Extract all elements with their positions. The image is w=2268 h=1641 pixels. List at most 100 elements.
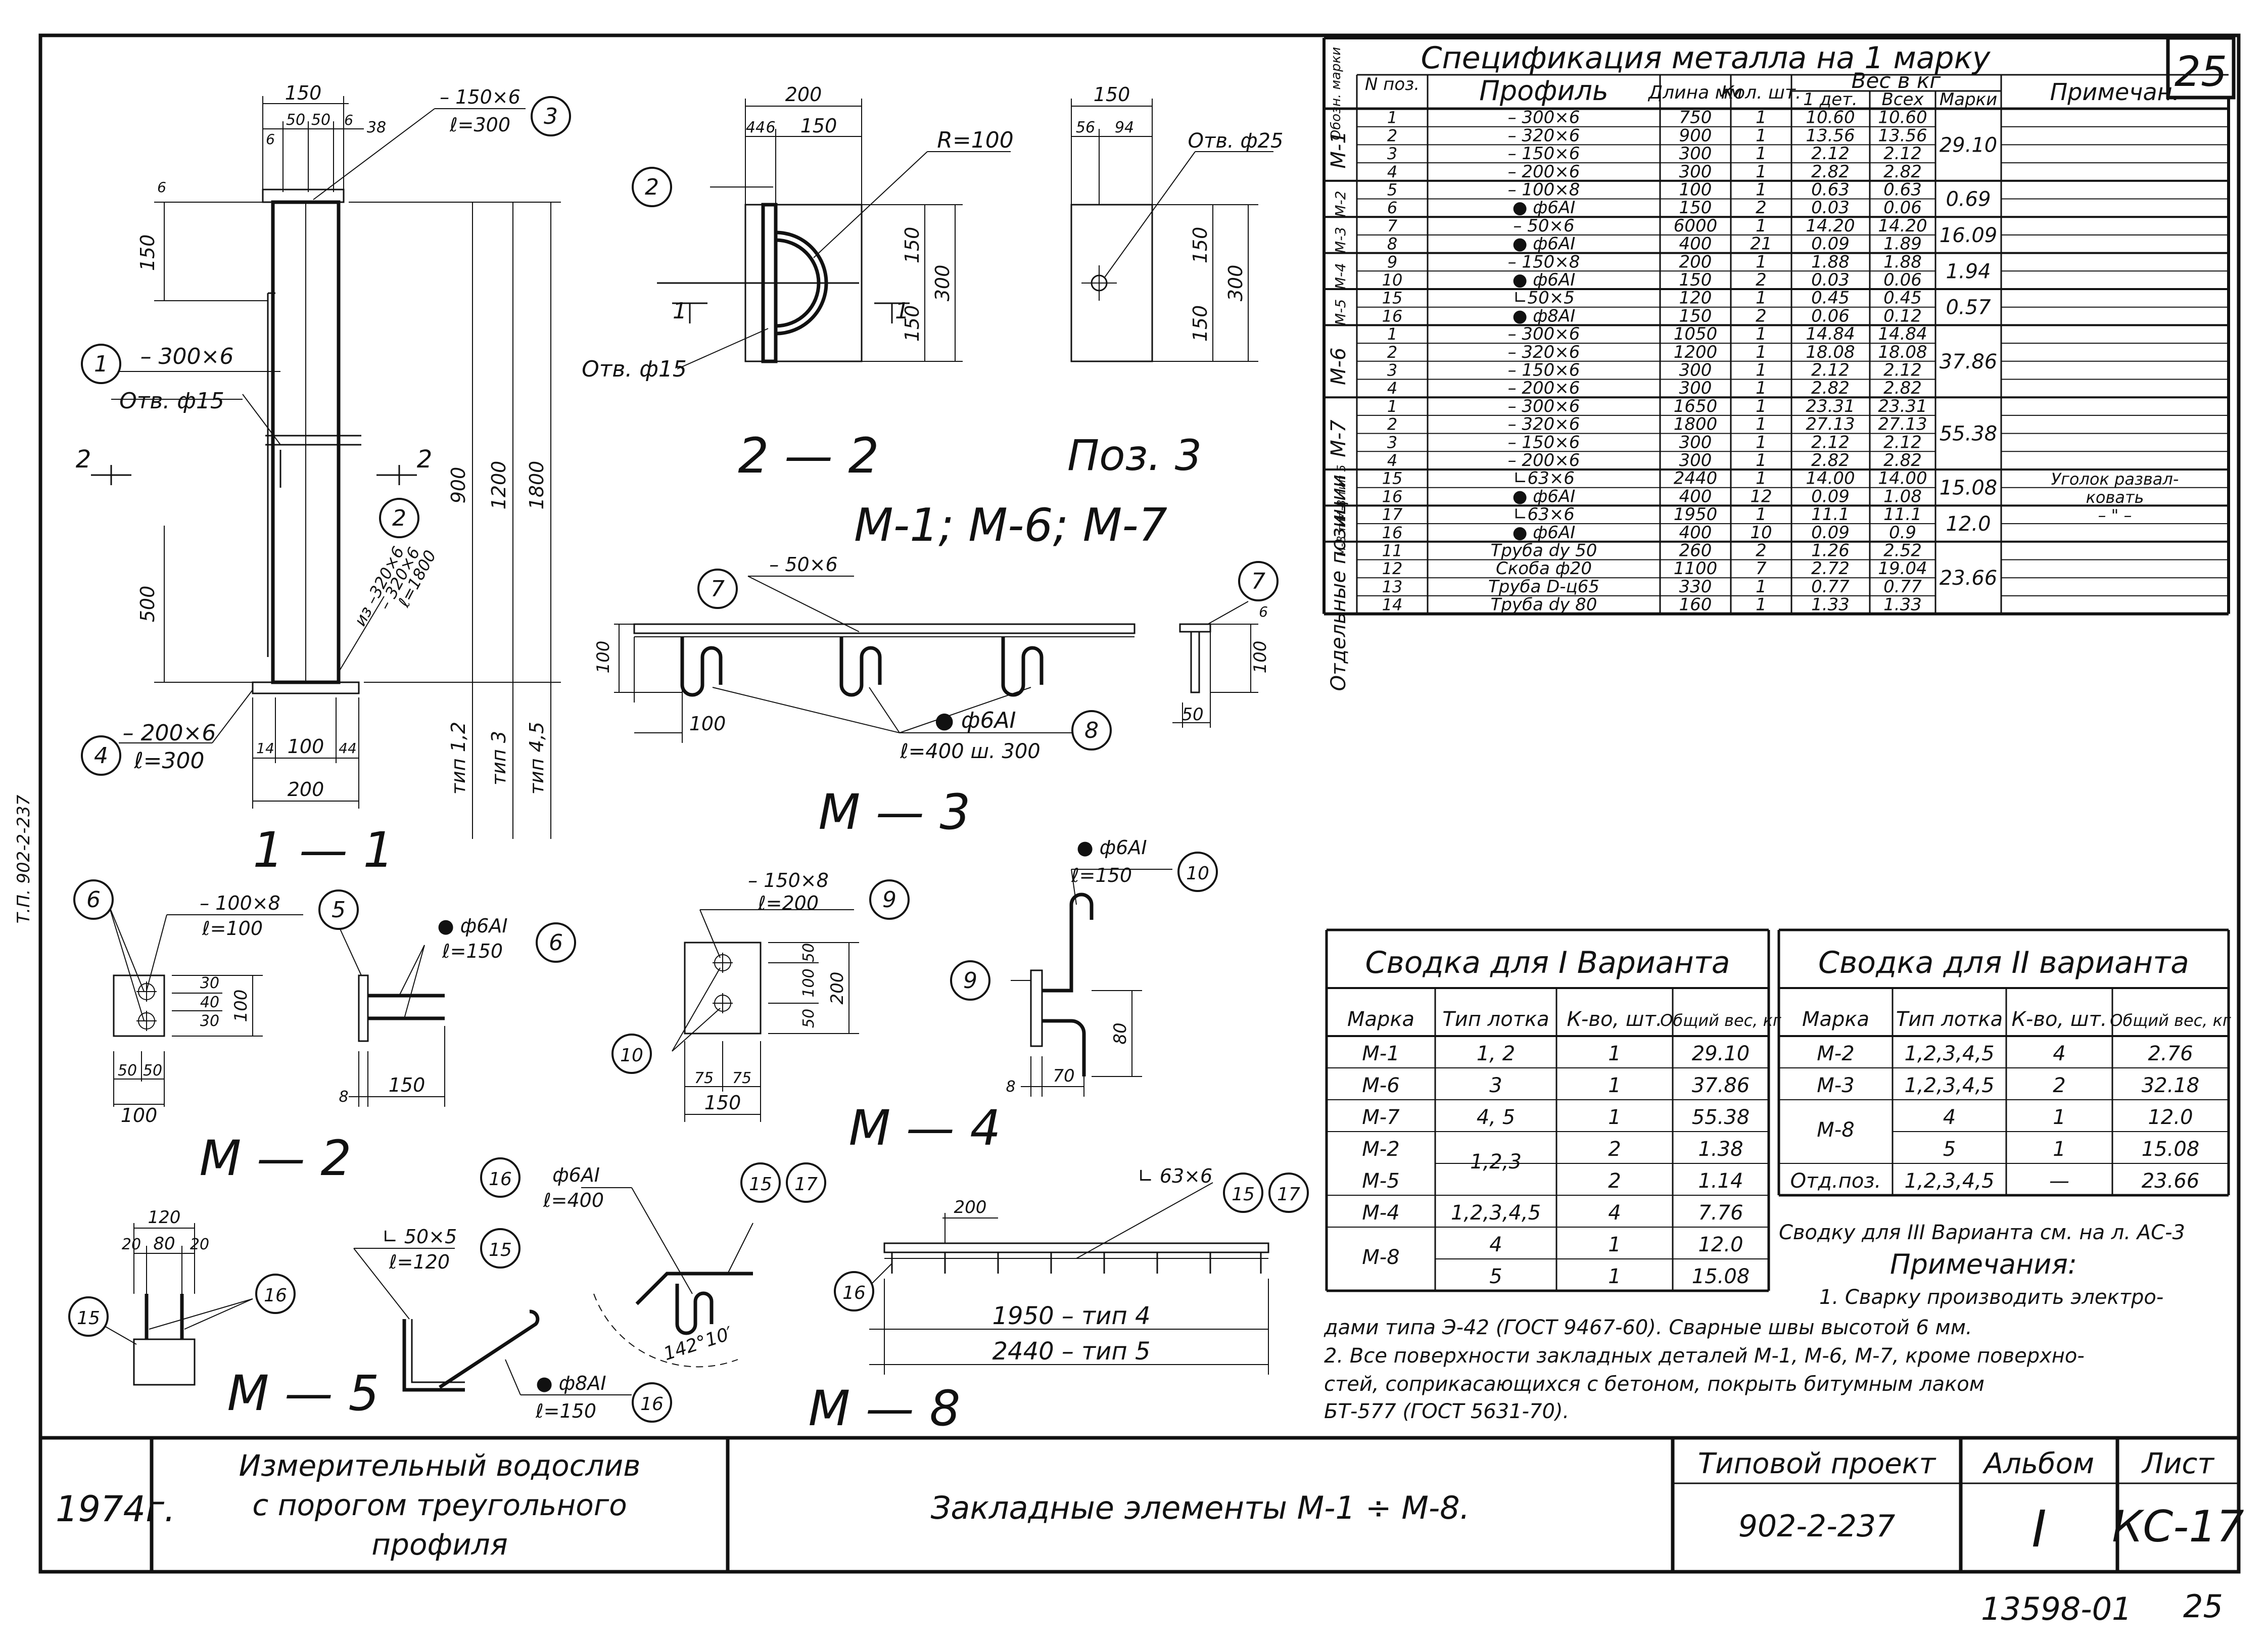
spec-row-pos: 8 — [1387, 235, 1397, 254]
sum1-cell: 1, 2 — [1477, 1042, 1515, 1065]
note-line-2: дами типа Э-42 (ГОСТ 9467-60). Сварные ш… — [1324, 1316, 1972, 1339]
spec-group-mark: М-3 — [1332, 227, 1349, 253]
s11-plate1: – 300×6 — [140, 344, 234, 369]
m4-d75b: 75 — [732, 1069, 751, 1087]
spec-row-length: 300 — [1679, 162, 1712, 182]
sum2-cell: 4 — [2053, 1042, 2065, 1065]
s11-t3: тип 3 — [488, 731, 510, 785]
spec-row-pos: 3 — [1387, 433, 1397, 452]
spec-row-qty: 2 — [1756, 198, 1767, 218]
spec-row-w-all: 0.06 — [1883, 198, 1922, 218]
sum1-cell: 2 — [1608, 1138, 1621, 1161]
title-block — [40, 1436, 2239, 1572]
spec-row-w-all: 1.08 — [1883, 486, 1922, 506]
s11-d50a: 50 — [286, 111, 305, 129]
m4-d8: 8 — [1006, 1078, 1015, 1096]
m2-d100v: 100 — [231, 990, 251, 1022]
spec-row-w-one: 14.20 — [1806, 216, 1855, 236]
spec-row-w-all: 14.00 — [1878, 468, 1927, 489]
m3-d50: 50 — [1182, 705, 1203, 725]
balloon-number: 16 — [264, 1285, 287, 1306]
sum1-head: Марка — [1347, 1008, 1414, 1031]
sum1-cell: 4 — [1489, 1233, 1502, 1256]
balloon-number: 8 — [1084, 718, 1099, 743]
stamp-year: 1974г. — [56, 1488, 175, 1530]
spec-row-w-one: 14.00 — [1806, 468, 1855, 489]
m2-bar-l: ℓ=150 — [442, 940, 503, 962]
spec-row-w-all: 2.52 — [1883, 541, 1922, 561]
m2-d50b: 50 — [143, 1062, 162, 1080]
spec-row-pos: 11 — [1382, 541, 1403, 560]
pos3-d300: 300 — [1224, 265, 1247, 302]
spec-row-length: 900 — [1679, 125, 1712, 146]
m3-d100v: 100 — [593, 641, 613, 674]
spec-row-pos: 2 — [1387, 343, 1397, 362]
balloon-number: 16 — [640, 1394, 664, 1415]
spec-row-w-one: 14.84 — [1806, 324, 1855, 344]
s22-cut1-left: 1 — [673, 298, 687, 324]
spec-row-length: 1800 — [1674, 414, 1718, 435]
m4-d70: 70 — [1053, 1066, 1074, 1086]
spec-row-w-one: 23.31 — [1806, 396, 1855, 416]
sum1-cell: М-6 — [1362, 1074, 1399, 1097]
spec-row-w-all: 1.33 — [1883, 595, 1922, 615]
spec-row-pos: 4 — [1387, 379, 1397, 398]
spec-row-qty: 1 — [1756, 324, 1767, 344]
balloon-circle — [1071, 710, 1112, 751]
s11-d6a: 6 — [266, 131, 275, 148]
m8-len5: 2440 – тип 5 — [992, 1337, 1150, 1366]
spec-row-length: 1200 — [1674, 342, 1718, 362]
spec-row-length: 6000 — [1674, 216, 1718, 236]
spec-row-profile: – 320×6 — [1508, 342, 1580, 362]
spec-row-length: 300 — [1679, 360, 1712, 381]
sum1-cell: 1,2,3,4,5 — [1451, 1201, 1541, 1225]
m8-angle: ∟ 63×6 — [1138, 1165, 1212, 1187]
spec-row-w-one: 11.1 — [1811, 504, 1850, 525]
balloon-number: 6 — [86, 887, 101, 913]
sum2-cell: 12.0 — [2148, 1106, 2193, 1129]
spec-row-length: 2440 — [1674, 468, 1718, 489]
sheet-frame — [38, 33, 2241, 1574]
spec-row-w-one: 0.06 — [1811, 306, 1850, 326]
spec-row-qty: 1 — [1756, 108, 1767, 128]
spec-row-profile: – 150×6 — [1508, 432, 1580, 452]
spec-row-pos: 1 — [1387, 324, 1397, 344]
s11-d38: 38 — [367, 119, 386, 136]
sum1-cell: 1.38 — [1698, 1138, 1743, 1161]
s11-plate4: – 200×6 — [123, 720, 216, 746]
spec-row-pos: 16 — [1382, 306, 1403, 325]
spec-row-length: 300 — [1679, 450, 1712, 471]
balloon-circle — [81, 735, 121, 776]
m5-drawing — [101, 1187, 753, 1395]
s11-d50b: 50 — [311, 111, 330, 129]
spec-group-total: 29.10 — [1940, 133, 1998, 157]
spec-head-note: Примечан. — [2050, 78, 2180, 106]
m5-title: М — 5 — [227, 1365, 380, 1422]
sum1-head: К-во, шт. — [1567, 1008, 1663, 1031]
spec-row-w-one: 2.12 — [1811, 360, 1850, 381]
s11-cut2-left: 2 — [76, 445, 91, 474]
spec-row-w-one: 13.56 — [1806, 125, 1855, 146]
spec-row-length: 1100 — [1674, 558, 1718, 579]
spec-head-pos: N поз. — [1365, 74, 1420, 95]
balloon-number: 15 — [1232, 1184, 1255, 1205]
sum2-title: Сводка для II варианта — [1818, 945, 2189, 980]
m2-plate-l: ℓ=100 — [202, 917, 263, 940]
balloon-number: 2 — [645, 174, 659, 200]
spec-row-w-one: 2.12 — [1811, 432, 1850, 452]
spec-row-pos: 3 — [1387, 144, 1397, 163]
spec-row-pos: 5 — [1387, 180, 1397, 200]
sum1-head: Общий вес, кг — [1660, 1011, 1781, 1030]
sum1-cell: М-2 — [1362, 1138, 1399, 1161]
balloon-number: 15 — [749, 1174, 772, 1195]
balloon-number: 6 — [549, 930, 563, 956]
spec-row-profile: – 100×8 — [1508, 180, 1580, 200]
spec-row-qty: 1 — [1756, 450, 1767, 471]
s22-d200: 200 — [785, 83, 822, 106]
balloon-circle — [480, 1228, 521, 1269]
pos3-d150: 150 — [1094, 83, 1130, 106]
spec-row-w-one: 0.09 — [1811, 486, 1850, 506]
spec-row-pos: 7 — [1387, 216, 1398, 236]
balloon-circle — [1238, 561, 1279, 601]
